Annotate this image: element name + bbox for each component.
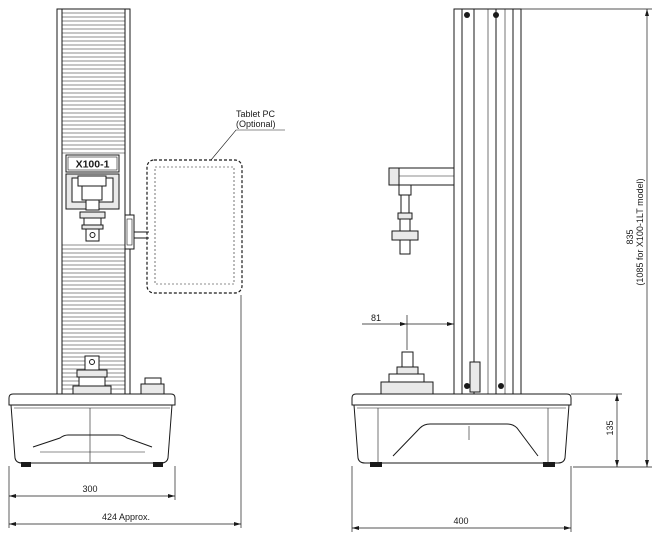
side-column <box>453 8 522 395</box>
side-upper-grip <box>391 184 419 255</box>
front-view: X100-1 Tablet PC (Optional) <box>8 8 285 467</box>
front-bottom-grip <box>72 355 112 395</box>
column-ribs <box>62 12 125 390</box>
dim-height: 835 <box>625 229 635 244</box>
dim-depth: 400 <box>453 516 468 526</box>
tablet-label-line1: Tablet PC <box>236 109 276 119</box>
model-label: X100-1 <box>76 159 110 171</box>
dim-base-width: 300 <box>82 484 97 494</box>
front-knob <box>140 377 165 395</box>
dim-height-note: (1085 for X100-1LT model) <box>635 178 645 285</box>
side-dimensions: 835 (1085 for X100-1LT model) 135 81 400 <box>351 8 652 532</box>
front-base <box>8 393 176 464</box>
front-dimensions: 300 424 Approx. <box>8 295 242 528</box>
tablet-leader-line <box>210 129 285 161</box>
side-bottom-grip <box>380 351 434 395</box>
dim-base-height: 135 <box>605 420 615 435</box>
model-label-plate <box>65 154 120 173</box>
front-crosshead <box>65 173 120 242</box>
tablet-pc-outline <box>146 159 243 294</box>
tablet-arm <box>124 214 135 250</box>
tablet-label-line2: (Optional) <box>236 119 276 129</box>
side-base <box>351 393 572 464</box>
dim-offset: 81 <box>371 313 381 323</box>
dim-overall-width: 424 Approx. <box>102 512 150 522</box>
side-view <box>351 8 572 467</box>
